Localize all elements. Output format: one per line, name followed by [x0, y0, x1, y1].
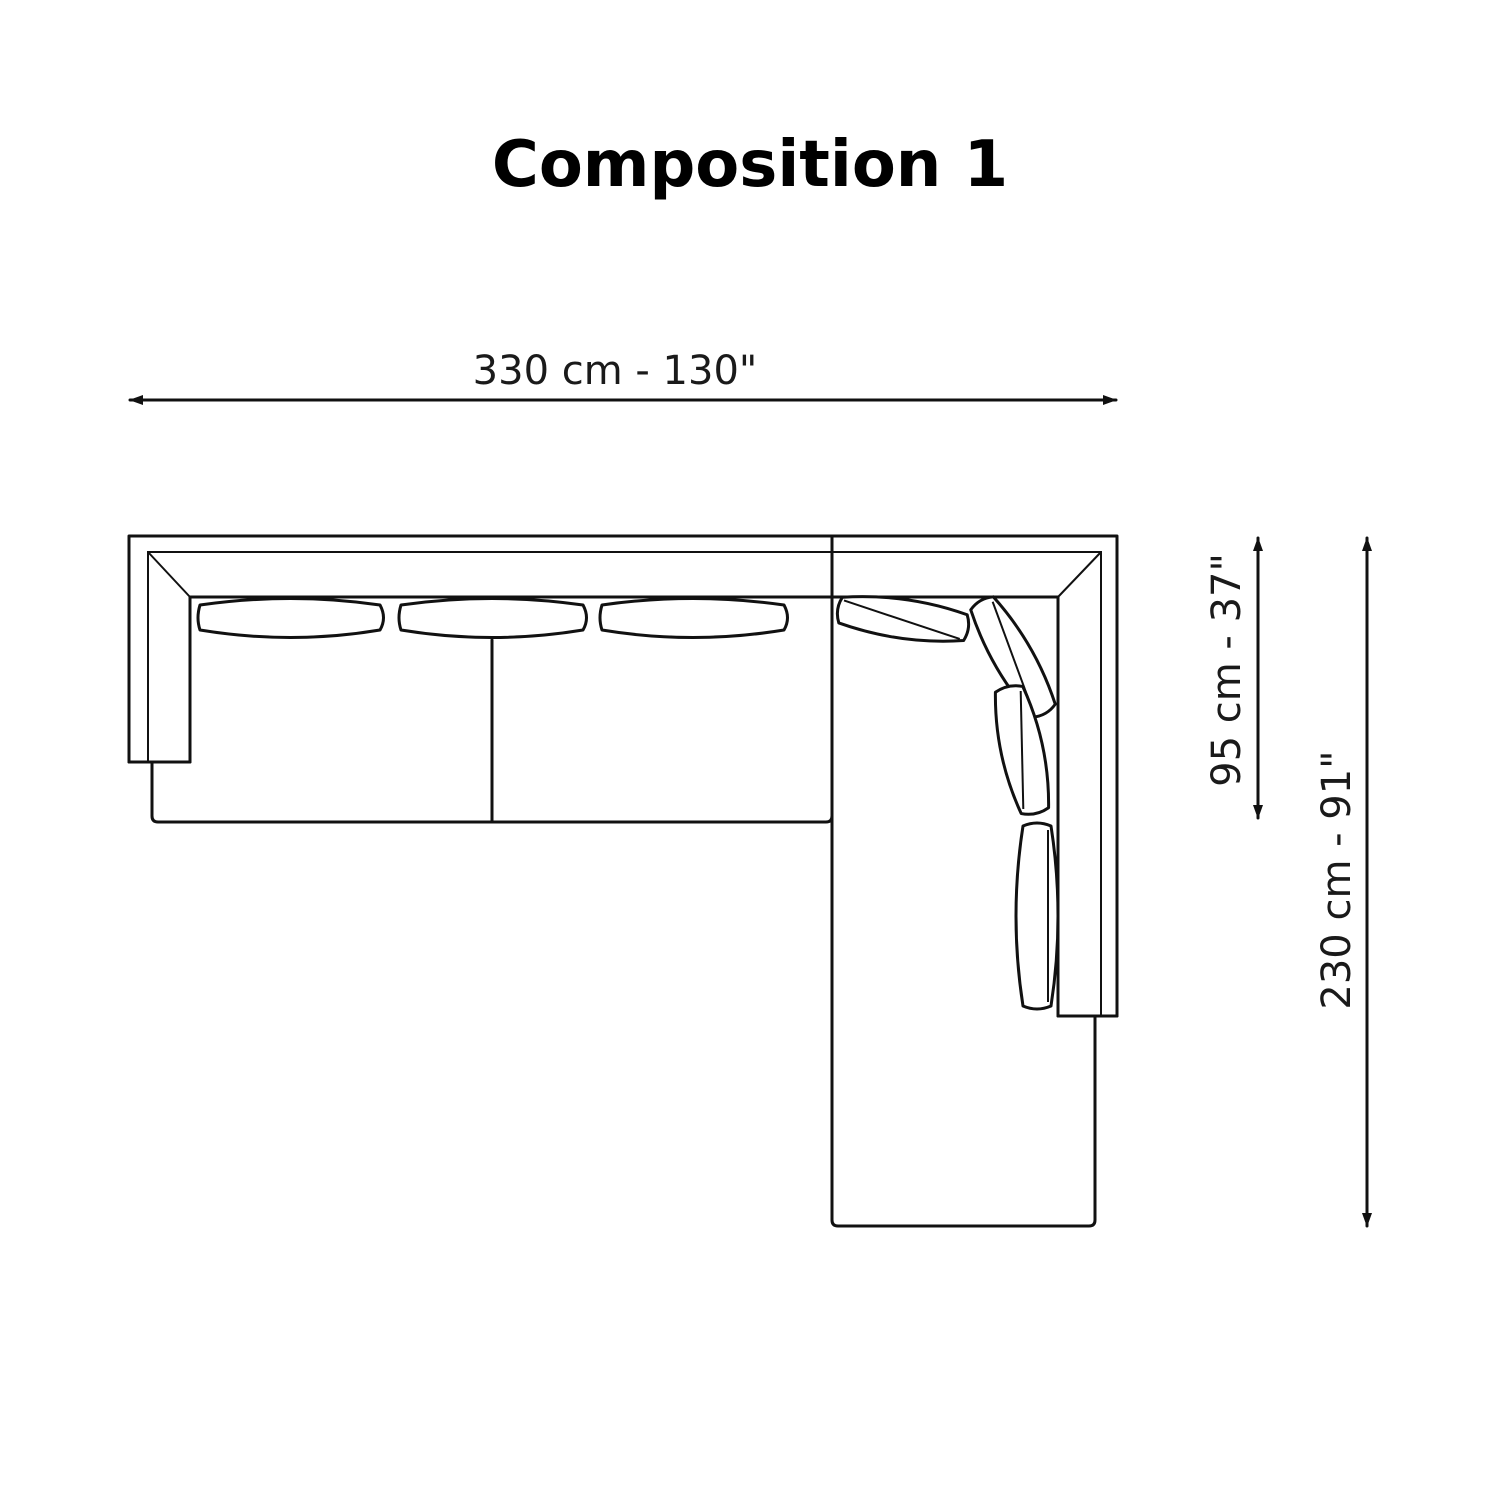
sofa-frame [127, 534, 1119, 1228]
length-dimension-label: 230 cm - 91" [1314, 750, 1360, 1009]
depth-dimension: 95 cm - 37" [1204, 536, 1263, 820]
depth-dimension-label: 95 cm - 37" [1204, 553, 1250, 787]
back-cushion [598, 597, 789, 639]
chaise-outline [830, 1014, 1097, 1228]
backrest-seat-edge [188, 595, 1060, 1018]
left-corner-miter [147, 551, 191, 598]
back-cushion [397, 597, 588, 639]
back-cushion [196, 597, 385, 639]
width-dimension: 330 cm - 130" [128, 348, 1118, 405]
backrest-outer [127, 534, 1119, 1018]
backrest-inner-line [147, 551, 1102, 1016]
width-dimension-label: 330 cm - 130" [473, 348, 758, 394]
side-back-cushion [1014, 821, 1060, 1011]
page-title: Composition 1 [491, 128, 1009, 202]
back-cushions [196, 595, 1060, 1011]
corner-back-cushion [835, 595, 971, 643]
right-corner-miter [1057, 551, 1102, 598]
length-dimension: 230 cm - 91" [1314, 536, 1372, 1228]
